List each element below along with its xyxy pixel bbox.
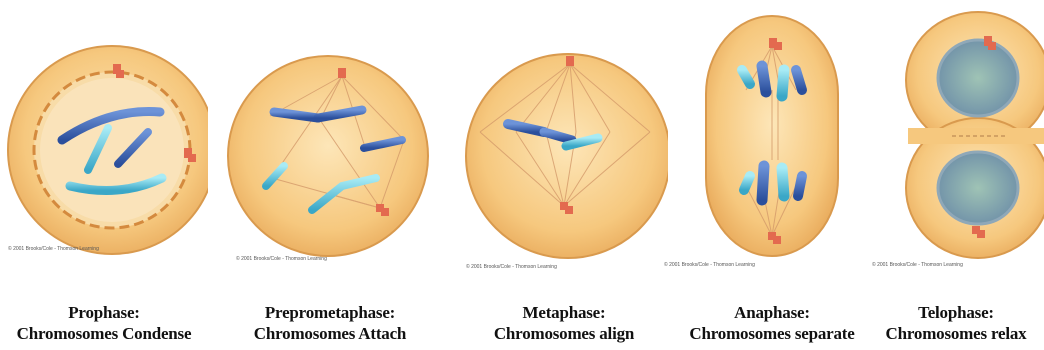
chromosome bbox=[762, 66, 766, 92]
copyright-credit: © 2001 Brooks/Cole - Thomson Learning bbox=[8, 246, 99, 252]
centrosome bbox=[773, 236, 781, 244]
chromosome bbox=[274, 112, 318, 118]
centrosome bbox=[565, 206, 573, 214]
phase-description: Chromosomes Condense bbox=[0, 323, 208, 344]
chromosome bbox=[796, 70, 802, 90]
chromosome bbox=[742, 70, 750, 84]
phase-description: Chromosomes Attach bbox=[226, 323, 434, 344]
stage-caption: Metaphase: Chromosomes align bbox=[460, 302, 668, 344]
stage-caption: Prophase: Chromosomes Condense bbox=[0, 302, 208, 344]
phase-description: Chromosomes relax bbox=[868, 323, 1044, 344]
prophase-diagram bbox=[0, 0, 208, 280]
centrosome bbox=[338, 68, 346, 78]
centrosome bbox=[774, 42, 782, 50]
chromosome bbox=[798, 176, 802, 196]
nucleus-bottom bbox=[938, 152, 1018, 224]
centrosome bbox=[381, 208, 389, 216]
stage-prophase: © 2001 Brooks/Cole - Thomson Learning Pr… bbox=[0, 0, 208, 350]
phase-description: Chromosomes separate bbox=[668, 323, 876, 344]
copyright-credit: © 2001 Brooks/Cole - Thomson Learning bbox=[236, 256, 327, 262]
phase-description: Chromosomes align bbox=[460, 323, 668, 344]
centrosome bbox=[188, 154, 196, 162]
copyright-credit: © 2001 Brooks/Cole - Thomson Learning bbox=[664, 262, 755, 268]
stage-telophase: © 2001 Brooks/Cole - Thomson Learning Te… bbox=[868, 0, 1044, 350]
anaphase-diagram bbox=[668, 0, 876, 280]
phase-title: Anaphase: bbox=[668, 302, 876, 323]
centrosome bbox=[977, 230, 985, 238]
stage-caption: Telophase: Chromosomes relax bbox=[868, 302, 1044, 344]
chromosome bbox=[782, 168, 784, 196]
telophase-diagram bbox=[868, 0, 1044, 280]
phase-title: Telophase: bbox=[868, 302, 1044, 323]
preprometaphase-diagram bbox=[226, 0, 434, 280]
metaphase-diagram bbox=[460, 0, 668, 280]
nucleus bbox=[40, 78, 184, 222]
phase-title: Prophase: bbox=[0, 302, 208, 323]
stage-metaphase: © 2001 Brooks/Cole - Thomson Learning Me… bbox=[460, 0, 668, 350]
centrosome bbox=[988, 42, 996, 50]
chromosome bbox=[744, 176, 750, 190]
copyright-credit: © 2001 Brooks/Cole - Thomson Learning bbox=[466, 264, 557, 270]
chromosome bbox=[782, 70, 784, 96]
stage-preprometaphase: © 2001 Brooks/Cole - Thomson Learning Pr… bbox=[226, 0, 434, 350]
stage-anaphase: © 2001 Brooks/Cole - Thomson Learning An… bbox=[668, 0, 876, 350]
centrosome bbox=[566, 56, 574, 66]
stage-caption: Preprometaphase: Chromosomes Attach bbox=[226, 302, 434, 344]
chromosome bbox=[762, 166, 764, 200]
centrosome bbox=[116, 70, 124, 78]
phase-title: Metaphase: bbox=[460, 302, 668, 323]
phase-title: Preprometaphase: bbox=[226, 302, 434, 323]
copyright-credit: © 2001 Brooks/Cole - Thomson Learning bbox=[872, 262, 963, 268]
nucleus-top bbox=[938, 40, 1018, 116]
stage-caption: Anaphase: Chromosomes separate bbox=[668, 302, 876, 344]
cell-body bbox=[466, 54, 668, 258]
